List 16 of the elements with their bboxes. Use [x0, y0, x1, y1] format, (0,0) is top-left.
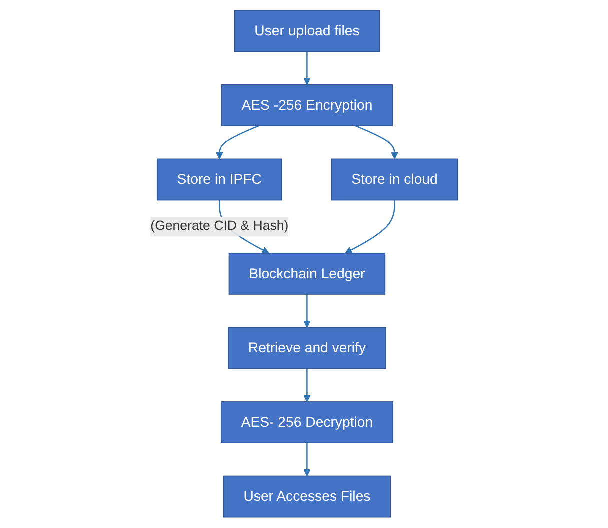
node-box: Blockchain Ledger: [228, 253, 386, 295]
node-box: User Accesses Files: [223, 476, 391, 518]
arrow: [344, 200, 396, 254]
arrow: [303, 443, 311, 477]
node-box: Retrieve and verify: [228, 327, 386, 370]
arrow: [303, 294, 311, 328]
node-box: User upload files: [234, 10, 380, 52]
node-box: Store in IPFC: [156, 158, 282, 201]
node-box: AES -256 Encryption: [221, 84, 393, 126]
arrow: [216, 125, 259, 160]
node-box: Store in cloud: [331, 158, 458, 201]
arrow: [303, 52, 311, 86]
arrow: [355, 125, 398, 160]
node-box: AES- 256 Decryption: [220, 402, 394, 444]
edge-label: (Generate CID & Hash): [150, 219, 288, 234]
arrow: [303, 368, 311, 402]
